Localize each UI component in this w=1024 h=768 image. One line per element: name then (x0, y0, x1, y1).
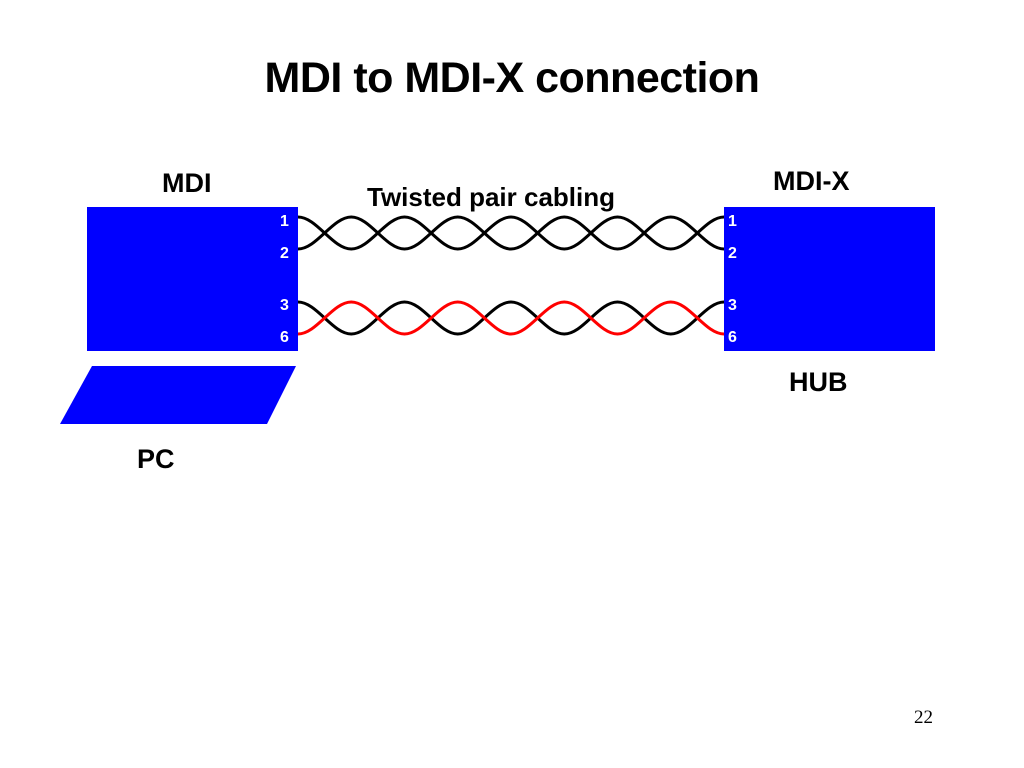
wire-pin-6 (297, 300, 725, 336)
pin-label-right-3: 3 (728, 297, 737, 314)
hub-device-box (724, 207, 935, 351)
cable-label: Twisted pair cabling (367, 182, 616, 212)
mdi-label: MDI (162, 168, 212, 198)
pin-label-left-3: 3 (280, 297, 289, 314)
hub-label: HUB (789, 367, 848, 397)
mdix-label: MDI-X (773, 166, 850, 196)
pin-label-right-6: 6 (728, 329, 737, 346)
slide-title: MDI to MDI-X connection (264, 54, 760, 102)
twisted-pair-3-6 (297, 300, 725, 336)
pin-label-left-2: 2 (280, 245, 289, 262)
pc-device-box (87, 207, 298, 351)
pc-keyboard-shape (60, 366, 296, 424)
twisted-pair-1-2 (297, 215, 725, 251)
pin-label-right-2: 2 (728, 245, 737, 262)
pin-label-right-1: 1 (728, 213, 737, 230)
wire-pin-2 (297, 215, 725, 251)
pin-label-left-6: 6 (280, 329, 289, 346)
pin-label-left-1: 1 (280, 213, 289, 230)
wire-pin-1 (297, 215, 725, 251)
pc-label: PC (137, 444, 175, 474)
wire-pin-3 (297, 300, 725, 336)
page-number: 22 (914, 707, 933, 728)
